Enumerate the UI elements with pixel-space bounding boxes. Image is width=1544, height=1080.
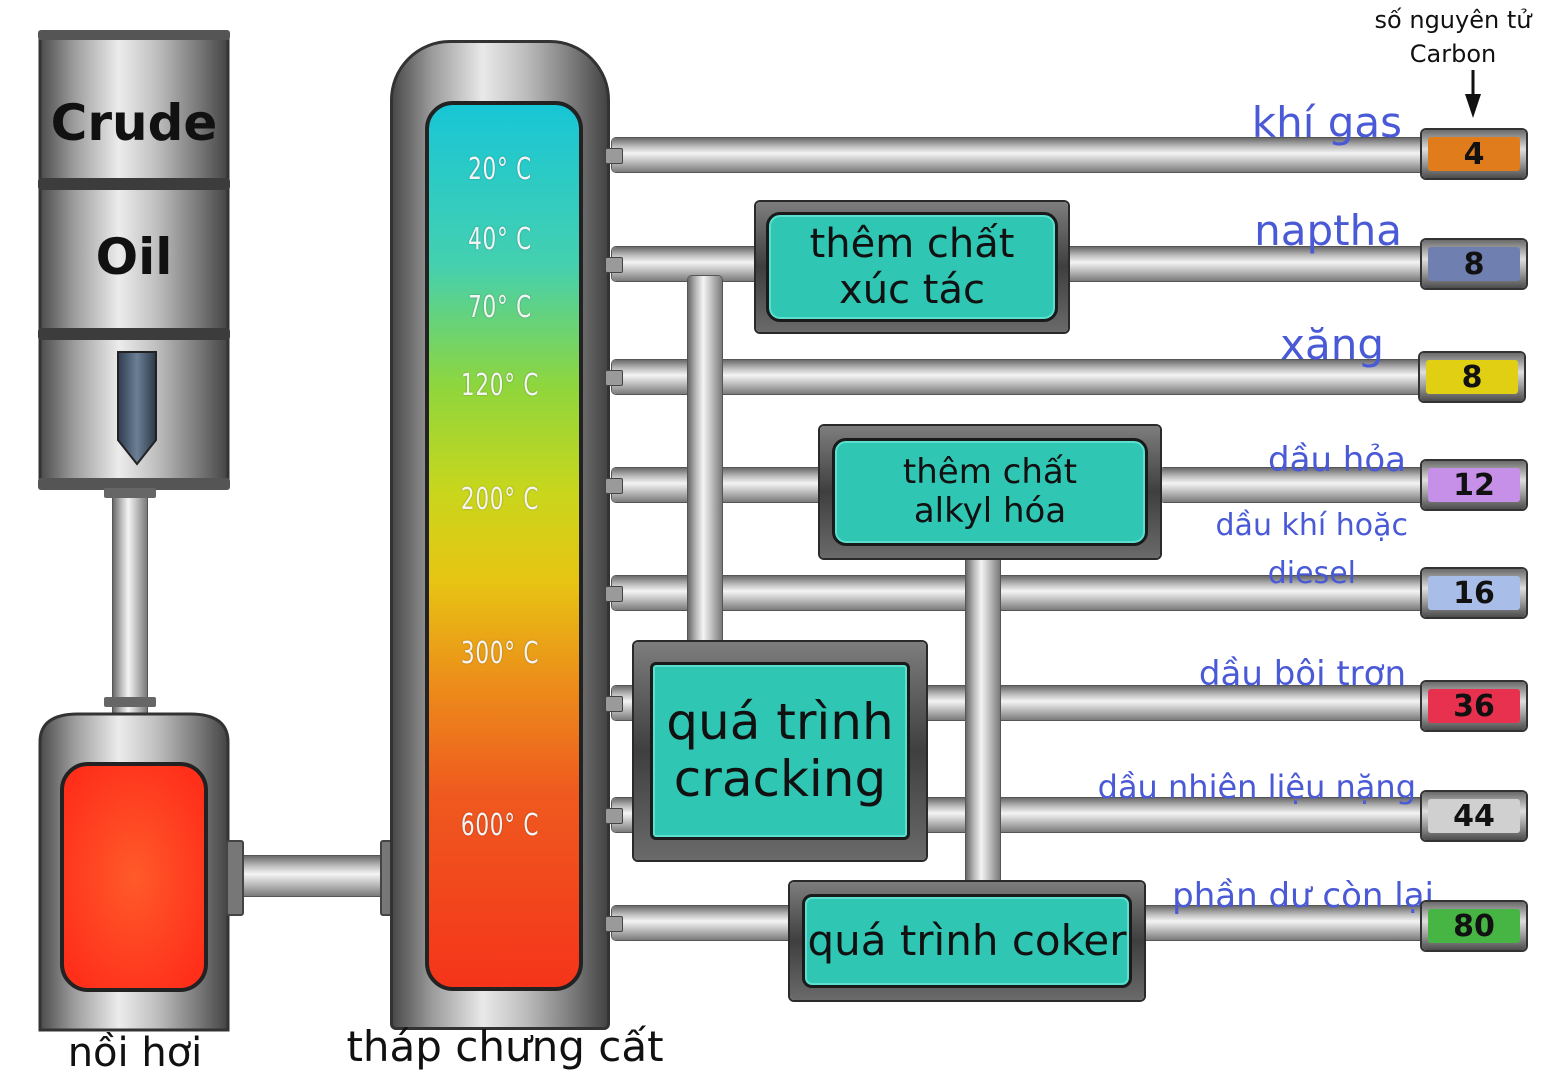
boiler-graphic <box>38 712 230 1032</box>
product-label-nhien-lieu-nang: dầu nhiên liệu nặng <box>1097 768 1416 806</box>
cracking-line2: cracking <box>673 750 887 808</box>
pipe-khi-gas <box>612 138 1432 172</box>
carbon-value: 36 <box>1428 689 1520 724</box>
barrel-graphic <box>38 30 230 490</box>
tower-connector <box>605 257 623 273</box>
distillation-tower <box>390 40 610 1030</box>
carbon-badge-dau-hoa: 12 <box>1422 461 1526 509</box>
crude-oil-barrel: Crude Oil <box>38 30 230 490</box>
alkyl-line2: alkyl hóa <box>913 491 1067 531</box>
cracking-process-box: quá trình cracking <box>634 642 926 860</box>
tower-connector <box>605 478 623 494</box>
alkyl-process-box: thêm chất alkyl hóa <box>820 426 1160 558</box>
temp-label: 300° C <box>460 636 540 671</box>
product-label-naptha: naptha <box>1254 206 1402 255</box>
carbon-badge-nhien-lieu-nang: 44 <box>1422 792 1526 840</box>
carbon-value: 4 <box>1428 137 1520 172</box>
product-label-diesel-line1: dầu khí hoặc <box>1215 508 1408 543</box>
pipe-naptha-left <box>612 247 762 281</box>
pipe-vertical-coker <box>966 556 1000 890</box>
temperature-gradient <box>425 101 583 991</box>
product-label-khi-gas: khí gas <box>1251 98 1402 147</box>
feed-pipe <box>113 490 147 720</box>
temp-label: 70° C <box>468 290 532 325</box>
pipe-naptha-right <box>1066 247 1432 281</box>
product-label-du-con-lai: phần dư còn lại <box>1172 876 1434 916</box>
carbon-badge-du-con-lai: 80 <box>1422 902 1526 950</box>
coker-line1: quá trình coker <box>807 915 1127 965</box>
catalyst-process-panel: thêm chất xúc tác <box>766 212 1058 322</box>
pipe-diesel <box>612 576 1432 610</box>
temp-label: 600° C <box>460 808 540 843</box>
tower-connector <box>605 808 623 824</box>
cracking-line1: quá trình <box>666 692 894 751</box>
cracking-process-panel: quá trình cracking <box>650 662 910 840</box>
pipe-du-right <box>1136 906 1432 940</box>
carbon-badge-xang: 8 <box>1420 353 1524 401</box>
pipe-xang <box>612 360 1432 394</box>
temp-label: 200° C <box>460 482 540 517</box>
carbon-badge-boi-tron: 36 <box>1422 682 1526 730</box>
carbon-value: 16 <box>1428 576 1520 611</box>
tower-label: tháp chưng cất <box>346 1022 664 1071</box>
tower-connector <box>605 916 623 932</box>
catalyst-line1: thêm chất <box>809 221 1015 267</box>
carbon-badge-naptha: 8 <box>1422 240 1526 288</box>
tower-connector <box>605 696 623 712</box>
coker-process-panel: quá trình coker <box>802 894 1132 988</box>
boiler <box>38 712 230 1032</box>
carbon-value: 44 <box>1428 799 1520 834</box>
alkyl-line1: thêm chất <box>902 451 1078 492</box>
carbon-header-line1: số nguyên tử <box>1374 6 1532 34</box>
temp-label: 120° C <box>460 368 540 403</box>
carbon-value: 12 <box>1428 468 1520 503</box>
pipe-dau-hoa-right <box>1160 468 1432 502</box>
crude-label: Crude <box>50 94 218 152</box>
pipe-flange <box>226 840 244 916</box>
product-label-boi-tron: dầu bôi trơn <box>1198 654 1406 694</box>
pipe-boi-tron-right <box>920 686 1432 720</box>
boiler-label: nồi hơi <box>67 1030 203 1076</box>
carbon-header-line2: Carbon <box>1409 39 1497 68</box>
transfer-pipe <box>228 856 400 896</box>
tower-connector <box>605 370 623 386</box>
oil-label: Oil <box>95 228 173 286</box>
alkyl-process-panel: thêm chất alkyl hóa <box>832 438 1148 546</box>
carbon-value: 8 <box>1426 360 1518 395</box>
temp-label: 20° C <box>468 152 532 187</box>
temp-label: 40° C <box>468 222 532 257</box>
catalyst-process-box: thêm chất xúc tác <box>756 202 1068 332</box>
pipe-nang-right <box>920 798 1432 832</box>
carbon-badge-diesel: 16 <box>1422 569 1526 617</box>
coker-process-box: quá trình coker <box>790 882 1144 1000</box>
pipe-flange <box>104 697 156 707</box>
product-label-xang: xăng <box>1280 320 1384 369</box>
catalyst-line2: xúc tác <box>839 267 985 313</box>
tower-connector <box>605 148 623 164</box>
carbon-badge-khi-gas: 4 <box>1422 130 1526 178</box>
carbon-header: số nguyên tử Carbon <box>1364 4 1542 71</box>
carbon-value: 8 <box>1428 247 1520 282</box>
product-label-dau-hoa: dầu hỏa <box>1268 440 1406 480</box>
pipe-flange <box>104 488 156 498</box>
pipe-du-left <box>612 906 796 940</box>
pipe-vertical-cracking <box>688 276 722 648</box>
product-label-diesel-line2: diesel <box>1267 556 1356 591</box>
arrow-down-icon <box>1465 70 1481 118</box>
tower-connector <box>605 586 623 602</box>
carbon-value: 80 <box>1428 909 1520 944</box>
